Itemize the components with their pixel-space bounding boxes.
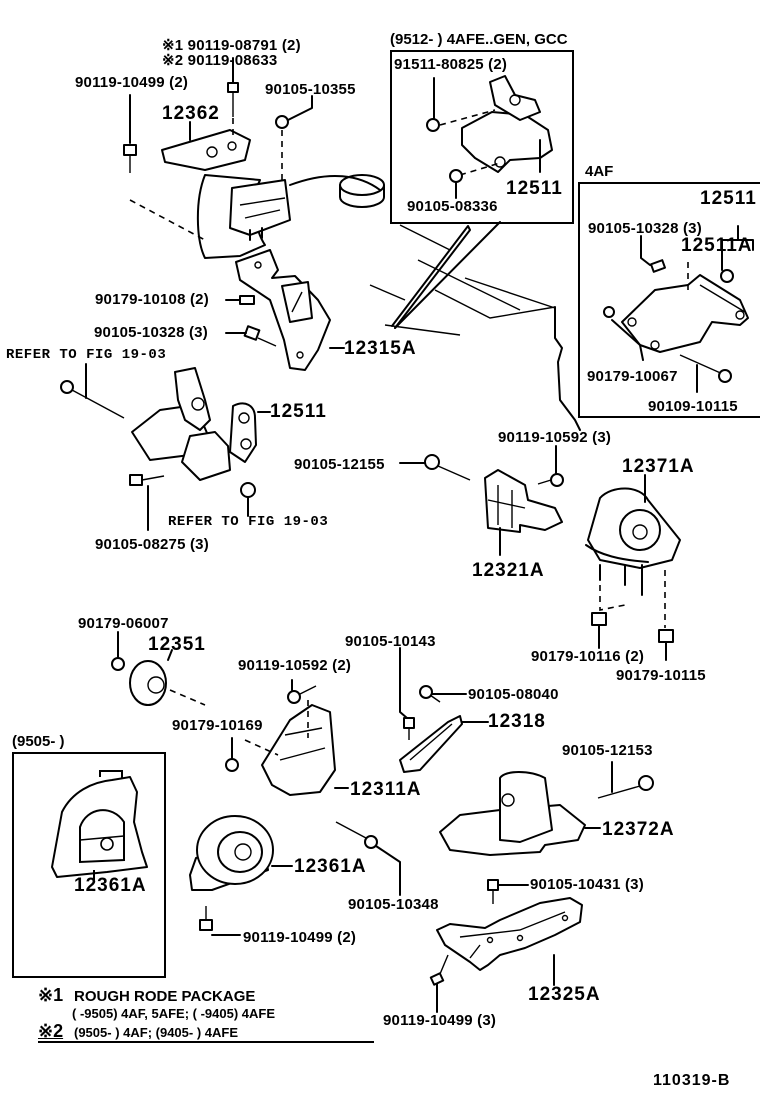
group-box-gen-gcc bbox=[390, 50, 574, 224]
footnote-1-mark: ※1 bbox=[38, 985, 64, 1005]
label-12511-mid: 12511 bbox=[270, 401, 327, 422]
label-90119-08791: ※1 90119-08791 (2) bbox=[162, 37, 301, 54]
label-90105-10348: 90105-10348 bbox=[348, 896, 439, 913]
nut-90179-10169-drawing bbox=[225, 737, 279, 772]
label-90179-10115: 90179-10115 bbox=[616, 667, 706, 684]
label-12361A-inset: 12361A bbox=[74, 875, 147, 896]
label-90105-08275: 90105-08275 (3) bbox=[95, 536, 209, 553]
label-12511A: 12511A bbox=[681, 235, 753, 256]
bolt-90119-08791-drawing bbox=[227, 57, 239, 140]
label-90105-10355: 90105-10355 bbox=[265, 81, 356, 98]
nut-90179-06007-drawing bbox=[111, 631, 125, 671]
bolt-90119-10499-3-drawing bbox=[429, 954, 449, 1013]
label-90105-12153: 90105-12153 bbox=[562, 742, 653, 759]
mount-12372A-drawing bbox=[439, 771, 601, 856]
label-90119-08633: ※2 90119-08633 bbox=[162, 52, 278, 69]
label-12315A: 12315A bbox=[344, 338, 417, 359]
label-12371A: 12371A bbox=[622, 456, 695, 477]
label-90105-08336: 90105-08336 bbox=[407, 198, 498, 215]
bolt-90105-12155-drawing bbox=[399, 454, 471, 481]
footnote-1: ※1 ROUGH RODE PACKAGE bbox=[38, 986, 374, 1006]
footnote-2: ※2 (9505- ) 4AF; (9405- ) 4AFE bbox=[38, 1022, 374, 1042]
bolt-90119-10499-bot-drawing bbox=[199, 906, 241, 936]
label-12361A: 12361A bbox=[294, 856, 367, 877]
group-caption-9505: (9505- ) bbox=[12, 733, 65, 750]
label-90105-10328: 90105-10328 (3) bbox=[94, 324, 208, 341]
group-caption-4af: 4AF bbox=[585, 163, 614, 180]
label-90105-12155: 90105-12155 bbox=[294, 456, 385, 473]
footnote-underline bbox=[38, 1041, 374, 1043]
bracket-12318-drawing bbox=[399, 715, 489, 773]
footnote-2-text: (9505- ) 4AF; (9405- ) 4AFE bbox=[74, 1025, 238, 1040]
label-12511-4af: 12511 bbox=[700, 188, 757, 209]
mount-12361A-drawing bbox=[189, 815, 293, 891]
label-90179-10169: 90179-10169 bbox=[172, 717, 263, 734]
crossmember-12325A-drawing bbox=[436, 897, 583, 986]
label-12325A: 12325A bbox=[528, 984, 601, 1005]
nut-90179-10115-drawing bbox=[658, 629, 674, 661]
label-12372A: 12372A bbox=[602, 819, 675, 840]
bolt-90105-10348-drawing bbox=[335, 821, 401, 896]
bolt-90105-10355-drawing bbox=[275, 95, 313, 182]
bolt-90105-08040-drawing bbox=[419, 685, 467, 703]
mount-12371A-drawing bbox=[585, 474, 681, 628]
nut-refer-drawing bbox=[240, 482, 256, 517]
mount-12362-drawing bbox=[129, 129, 291, 259]
group-box-9505 bbox=[12, 752, 166, 978]
bolt-90105-10328-drawing bbox=[225, 325, 277, 347]
label-90179-10108: 90179-10108 (2) bbox=[95, 291, 209, 308]
label-12311A: 12311A bbox=[350, 779, 422, 800]
long-bolt-refer-drawing bbox=[60, 363, 125, 419]
bracket-12321A-drawing bbox=[484, 469, 563, 556]
engine-block-outline bbox=[289, 174, 581, 431]
bracket-12511-mid-drawing bbox=[131, 367, 271, 481]
label-90179-10067: 90179-10067 bbox=[587, 368, 678, 385]
group-caption-gen-gcc: (9512- ) 4AFE..GEN, GCC bbox=[390, 31, 568, 48]
label-12321A: 12321A bbox=[472, 560, 545, 581]
figure-code: 110319-B bbox=[653, 1072, 731, 1089]
inset-mount-12361A-drawing bbox=[51, 770, 148, 880]
label-refer-fig-19-03-top: REFER TO FIG 19-03 bbox=[6, 347, 167, 363]
bracket-12511-gen-drawing bbox=[426, 75, 553, 199]
bolt-90105-12153-drawing bbox=[597, 761, 654, 799]
bracket-12315A-drawing bbox=[235, 249, 345, 371]
label-90105-10431: 90105-10431 (3) bbox=[530, 876, 644, 893]
bolt-90119-10592-3-drawing bbox=[537, 445, 564, 487]
insulator-12351-drawing bbox=[129, 649, 206, 706]
label-refer-fig-19-03-mid: REFER TO FIG 19-03 bbox=[168, 514, 329, 530]
bolt-90119-10499-top-drawing bbox=[123, 94, 137, 173]
footnote-1-line2: ( -9505) 4AF, 5AFE; ( -9405) 4AFE bbox=[72, 1006, 276, 1021]
bolt-90105-08275-drawing bbox=[129, 474, 165, 531]
label-12351: 12351 bbox=[148, 634, 206, 655]
label-90119-10592-2: 90119-10592 (2) bbox=[238, 657, 352, 674]
label-12511-gen: 12511 bbox=[506, 178, 563, 199]
label-90119-10499-top: 90119-10499 (2) bbox=[75, 74, 189, 91]
label-90119-10499-3: 90119-10499 (3) bbox=[383, 1012, 497, 1029]
nut-90179-10108-drawing bbox=[225, 295, 255, 305]
label-12362: 12362 bbox=[162, 103, 220, 124]
label-91511-80825: 91511-80825 (2) bbox=[394, 56, 508, 73]
label-90119-10592-3: 90119-10592 (3) bbox=[498, 429, 612, 446]
footnote-2-mark: ※2 bbox=[38, 1021, 64, 1041]
label-90179-06007: 90179-06007 bbox=[78, 615, 169, 632]
bolt-90119-10592-2-drawing bbox=[287, 679, 317, 738]
label-12318: 12318 bbox=[488, 711, 546, 732]
bracket-12511-4af-drawing bbox=[603, 225, 754, 393]
bolt-90105-10143-drawing bbox=[399, 647, 415, 740]
footnote-block: ※1 ROUGH RODE PACKAGE ( -9505) 4AF, 5AFE… bbox=[38, 986, 374, 1043]
label-90105-10328-4af: 90105-10328 (3) bbox=[588, 220, 702, 237]
label-90109-10115: 90109-10115 bbox=[648, 398, 738, 415]
label-90179-10116: 90179-10116 (2) bbox=[531, 648, 645, 665]
nut-90179-10116-drawing bbox=[591, 612, 607, 649]
label-90105-08040: 90105-08040 bbox=[468, 686, 559, 703]
footnote-1-text: ROUGH RODE PACKAGE bbox=[74, 988, 256, 1005]
label-90105-10143: 90105-10143 bbox=[345, 633, 436, 650]
bracket-12311A-drawing bbox=[261, 704, 349, 796]
footnote-1-detail: ( -9505) 4AF, 5AFE; ( -9405) 4AFE bbox=[38, 1006, 374, 1022]
label-90119-10499-bot: 90119-10499 (2) bbox=[243, 929, 357, 946]
bolt-90105-10431-drawing bbox=[487, 879, 529, 904]
group-box-4af bbox=[578, 182, 760, 418]
